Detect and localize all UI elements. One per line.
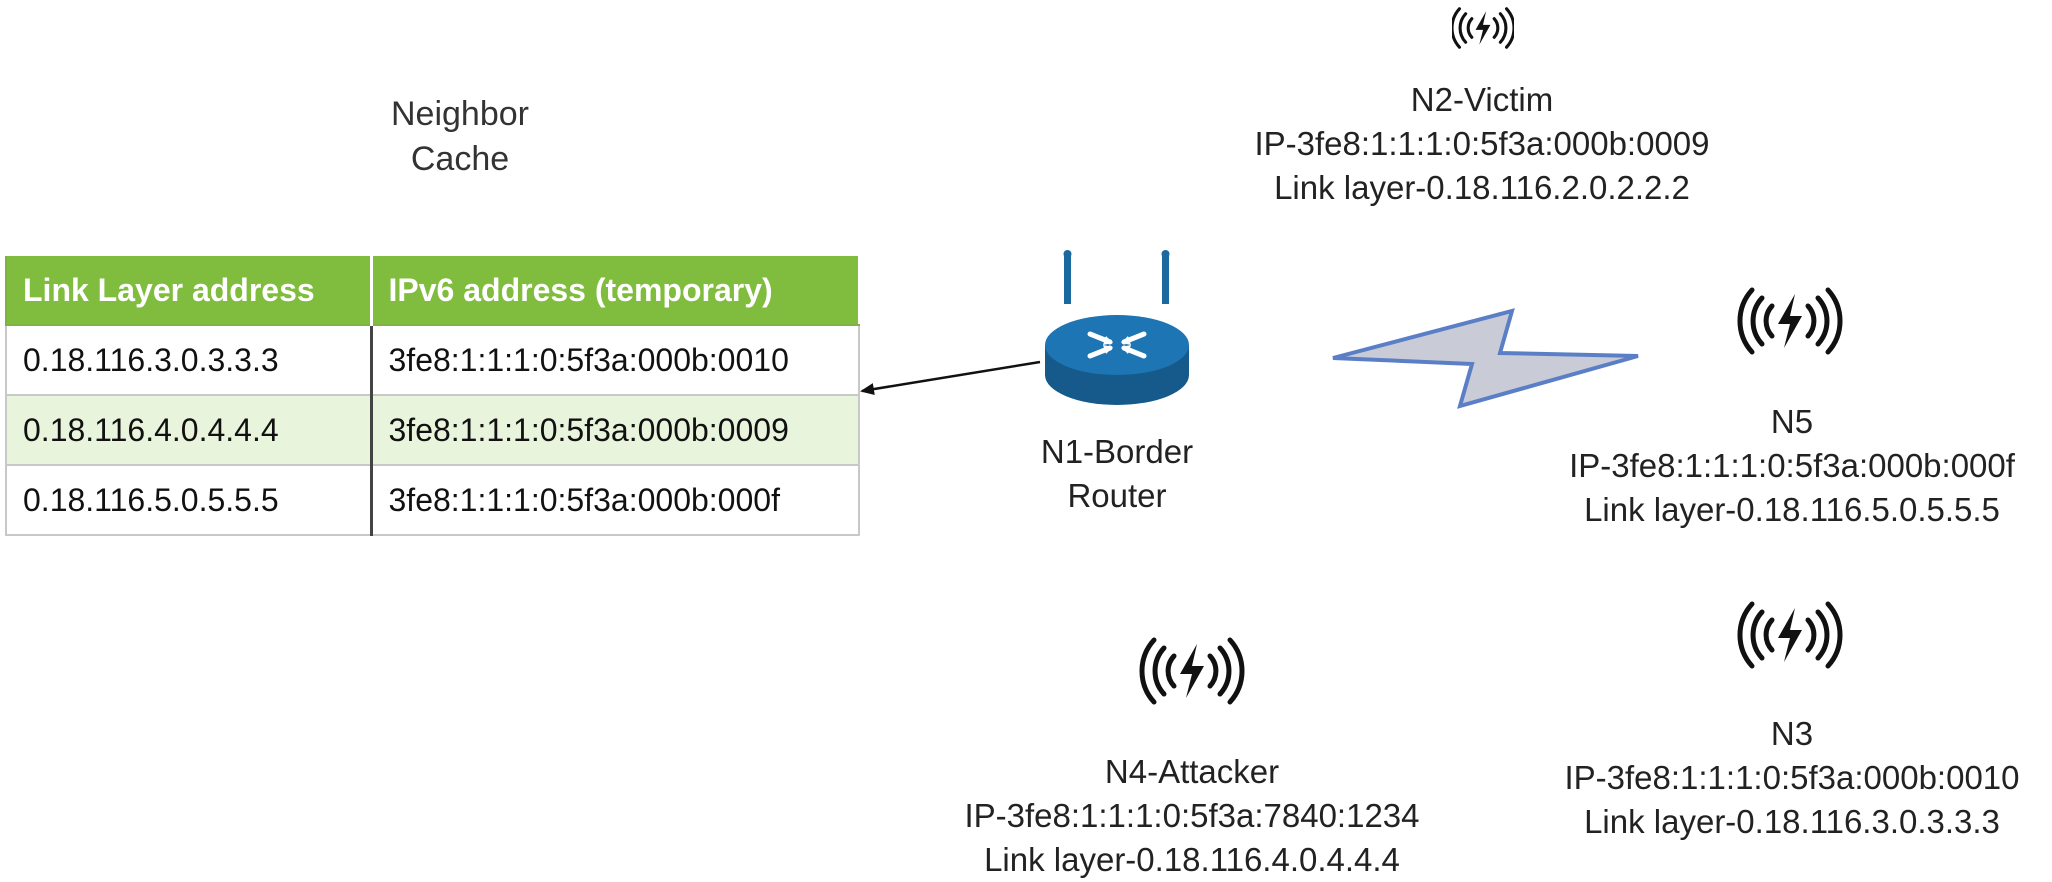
router-label-line1: N1-Border xyxy=(1040,433,1194,470)
node-n5-label: N5 IP-3fe8:1:1:1:0:5f3a:000b:000f Link l… xyxy=(1492,400,2052,532)
wireless-sensor-icon xyxy=(1139,637,1245,705)
node-ip: IP-3fe8:1:1:1:0:5f3a:000b:000f xyxy=(1569,447,2015,484)
router-to-cache-arrow xyxy=(860,360,1041,395)
cache-title-line2: Cache xyxy=(410,140,510,178)
node-link-layer: Link layer-0.18.116.2.0.2.2.2 xyxy=(1274,169,1690,206)
node-ip: IP-3fe8:1:1:1:0:5f3a:7840:1234 xyxy=(964,797,1420,834)
table-header-row: Link Layer address IPv6 address (tempora… xyxy=(5,254,860,326)
node-link-layer: Link layer-0.18.116.4.0.4.4.4 xyxy=(984,841,1400,878)
table-row: 0.18.116.3.0.3.3.3 3fe8:1:1:1:0:5f3a:000… xyxy=(5,324,860,396)
table-row: 0.18.116.4.0.4.4.4 3fe8:1:1:1:0:5f3a:000… xyxy=(5,394,860,466)
neighbor-cache-title: Neighbor Cache xyxy=(360,92,560,182)
node-link-layer: Link layer-0.18.116.5.0.5.5.5 xyxy=(1584,491,2000,528)
node-link-layer: Link layer-0.18.116.3.0.3.3.3 xyxy=(1584,803,2000,840)
wireless-sensor-icon xyxy=(1737,287,1843,355)
node-n4-label: N4-Attacker IP-3fe8:1:1:1:0:5f3a:7840:12… xyxy=(892,750,1492,882)
wireless-link-bolt xyxy=(1332,308,1639,409)
wireless-sensor-icon xyxy=(1737,601,1843,669)
cell-link-layer: 0.18.116.5.0.5.5.5 xyxy=(5,464,373,536)
cell-ipv6: 3fe8:1:1:1:0:5f3a:000b:0010 xyxy=(370,324,860,396)
node-n3-label: N3 IP-3fe8:1:1:1:0:5f3a:000b:0010 Link l… xyxy=(1492,712,2052,844)
cell-link-layer: 0.18.116.3.0.3.3.3 xyxy=(5,324,373,396)
node-name: N3 xyxy=(1770,715,1814,752)
router-label-line2: Router xyxy=(1067,477,1167,514)
neighbor-cache-table: Link Layer address IPv6 address (tempora… xyxy=(5,254,860,536)
table-row: 0.18.116.5.0.5.5.5 3fe8:1:1:1:0:5f3a:000… xyxy=(5,464,860,536)
cell-ipv6: 3fe8:1:1:1:0:5f3a:000b:000f xyxy=(370,464,860,536)
router-icon xyxy=(1045,250,1189,405)
node-ip: IP-3fe8:1:1:1:0:5f3a:000b:0009 xyxy=(1254,125,1710,162)
header-link-layer: Link Layer address xyxy=(5,254,373,326)
node-name: N5 xyxy=(1770,403,1814,440)
node-n2-label: N2-Victim IP-3fe8:1:1:1:0:5f3a:000b:0009… xyxy=(1182,78,1782,210)
wireless-sensor-icon xyxy=(1452,7,1514,49)
node-name: N2-Victim xyxy=(1410,81,1554,118)
cache-title-line1: Neighbor xyxy=(391,95,529,133)
node-name: N4-Attacker xyxy=(1104,753,1280,790)
router-label: N1-Border Router xyxy=(1012,430,1222,518)
cell-ipv6: 3fe8:1:1:1:0:5f3a:000b:0009 xyxy=(370,394,860,466)
header-ipv6: IPv6 address (temporary) xyxy=(370,254,860,326)
node-ip: IP-3fe8:1:1:1:0:5f3a:000b:0010 xyxy=(1564,759,2020,796)
cell-link-layer: 0.18.116.4.0.4.4.4 xyxy=(5,394,373,466)
